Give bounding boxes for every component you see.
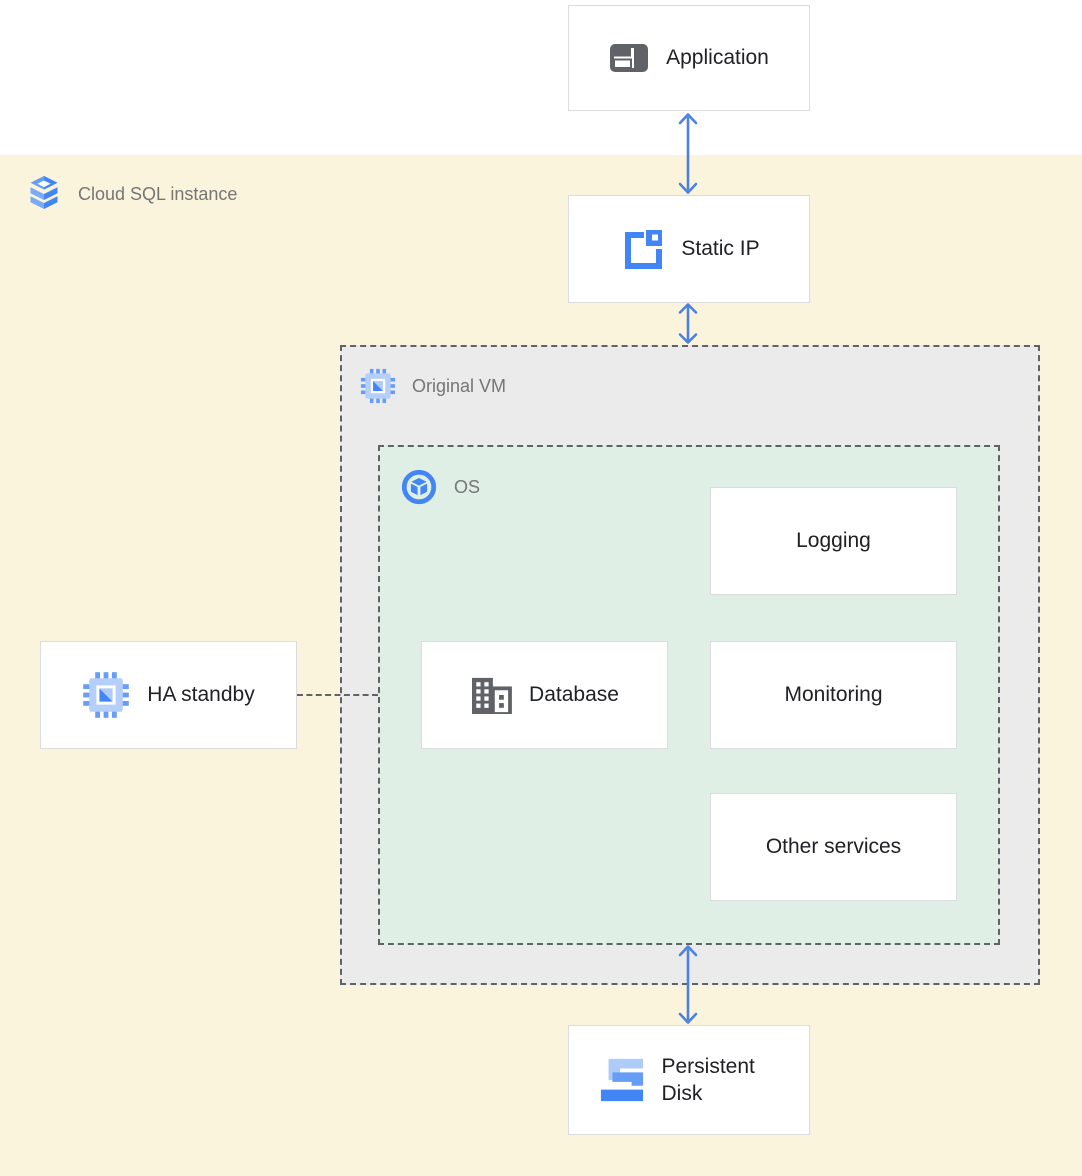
os-icon [400,468,438,506]
node-static-ip: Static IP [568,195,810,303]
application-window-icon [609,43,649,73]
compute-engine-icon [82,671,130,719]
compute-engine-icon [360,368,396,404]
node-logging: Logging [710,487,957,595]
node-other-services: Other services [710,793,957,901]
database-building-icon [470,676,512,714]
persistent-disk-icon [599,1057,645,1103]
node-monitoring-label: Monitoring [784,683,883,706]
os-zone-label: OS [400,468,480,506]
node-monitoring: Monitoring [710,641,957,749]
os-zone-label-text: OS [454,476,481,497]
node-logging-label: Logging [796,529,871,552]
arrow-staticip-vm [678,303,698,344]
cloud-sql-zone-label: Cloud SQL instance [26,174,237,214]
node-application: Application [568,5,810,111]
node-ha-standby-label: HA standby [147,683,255,706]
node-database-label: Database [529,683,619,706]
connector-ha-standby-vm [297,694,378,696]
node-persistent-disk-label: Persistent Disk [661,1054,755,1105]
node-application-label: Application [666,46,769,69]
cloud-sql-zone-label-text: Cloud SQL instance [78,183,238,204]
cloud-sql-icon [26,174,62,214]
node-other-services-label: Other services [765,835,902,858]
arrow-os-persistentdisk [678,945,698,1024]
node-ha-standby: HA standby [40,641,297,749]
node-static-ip-label: Static IP [681,237,760,260]
node-persistent-disk: Persistent Disk [568,1025,810,1135]
node-database: Database [421,641,668,749]
static-ip-icon [618,226,664,272]
arrow-application-staticip [678,113,698,194]
original-vm-zone-label: Original VM [360,368,506,404]
original-vm-zone-label-text: Original VM [412,375,507,396]
